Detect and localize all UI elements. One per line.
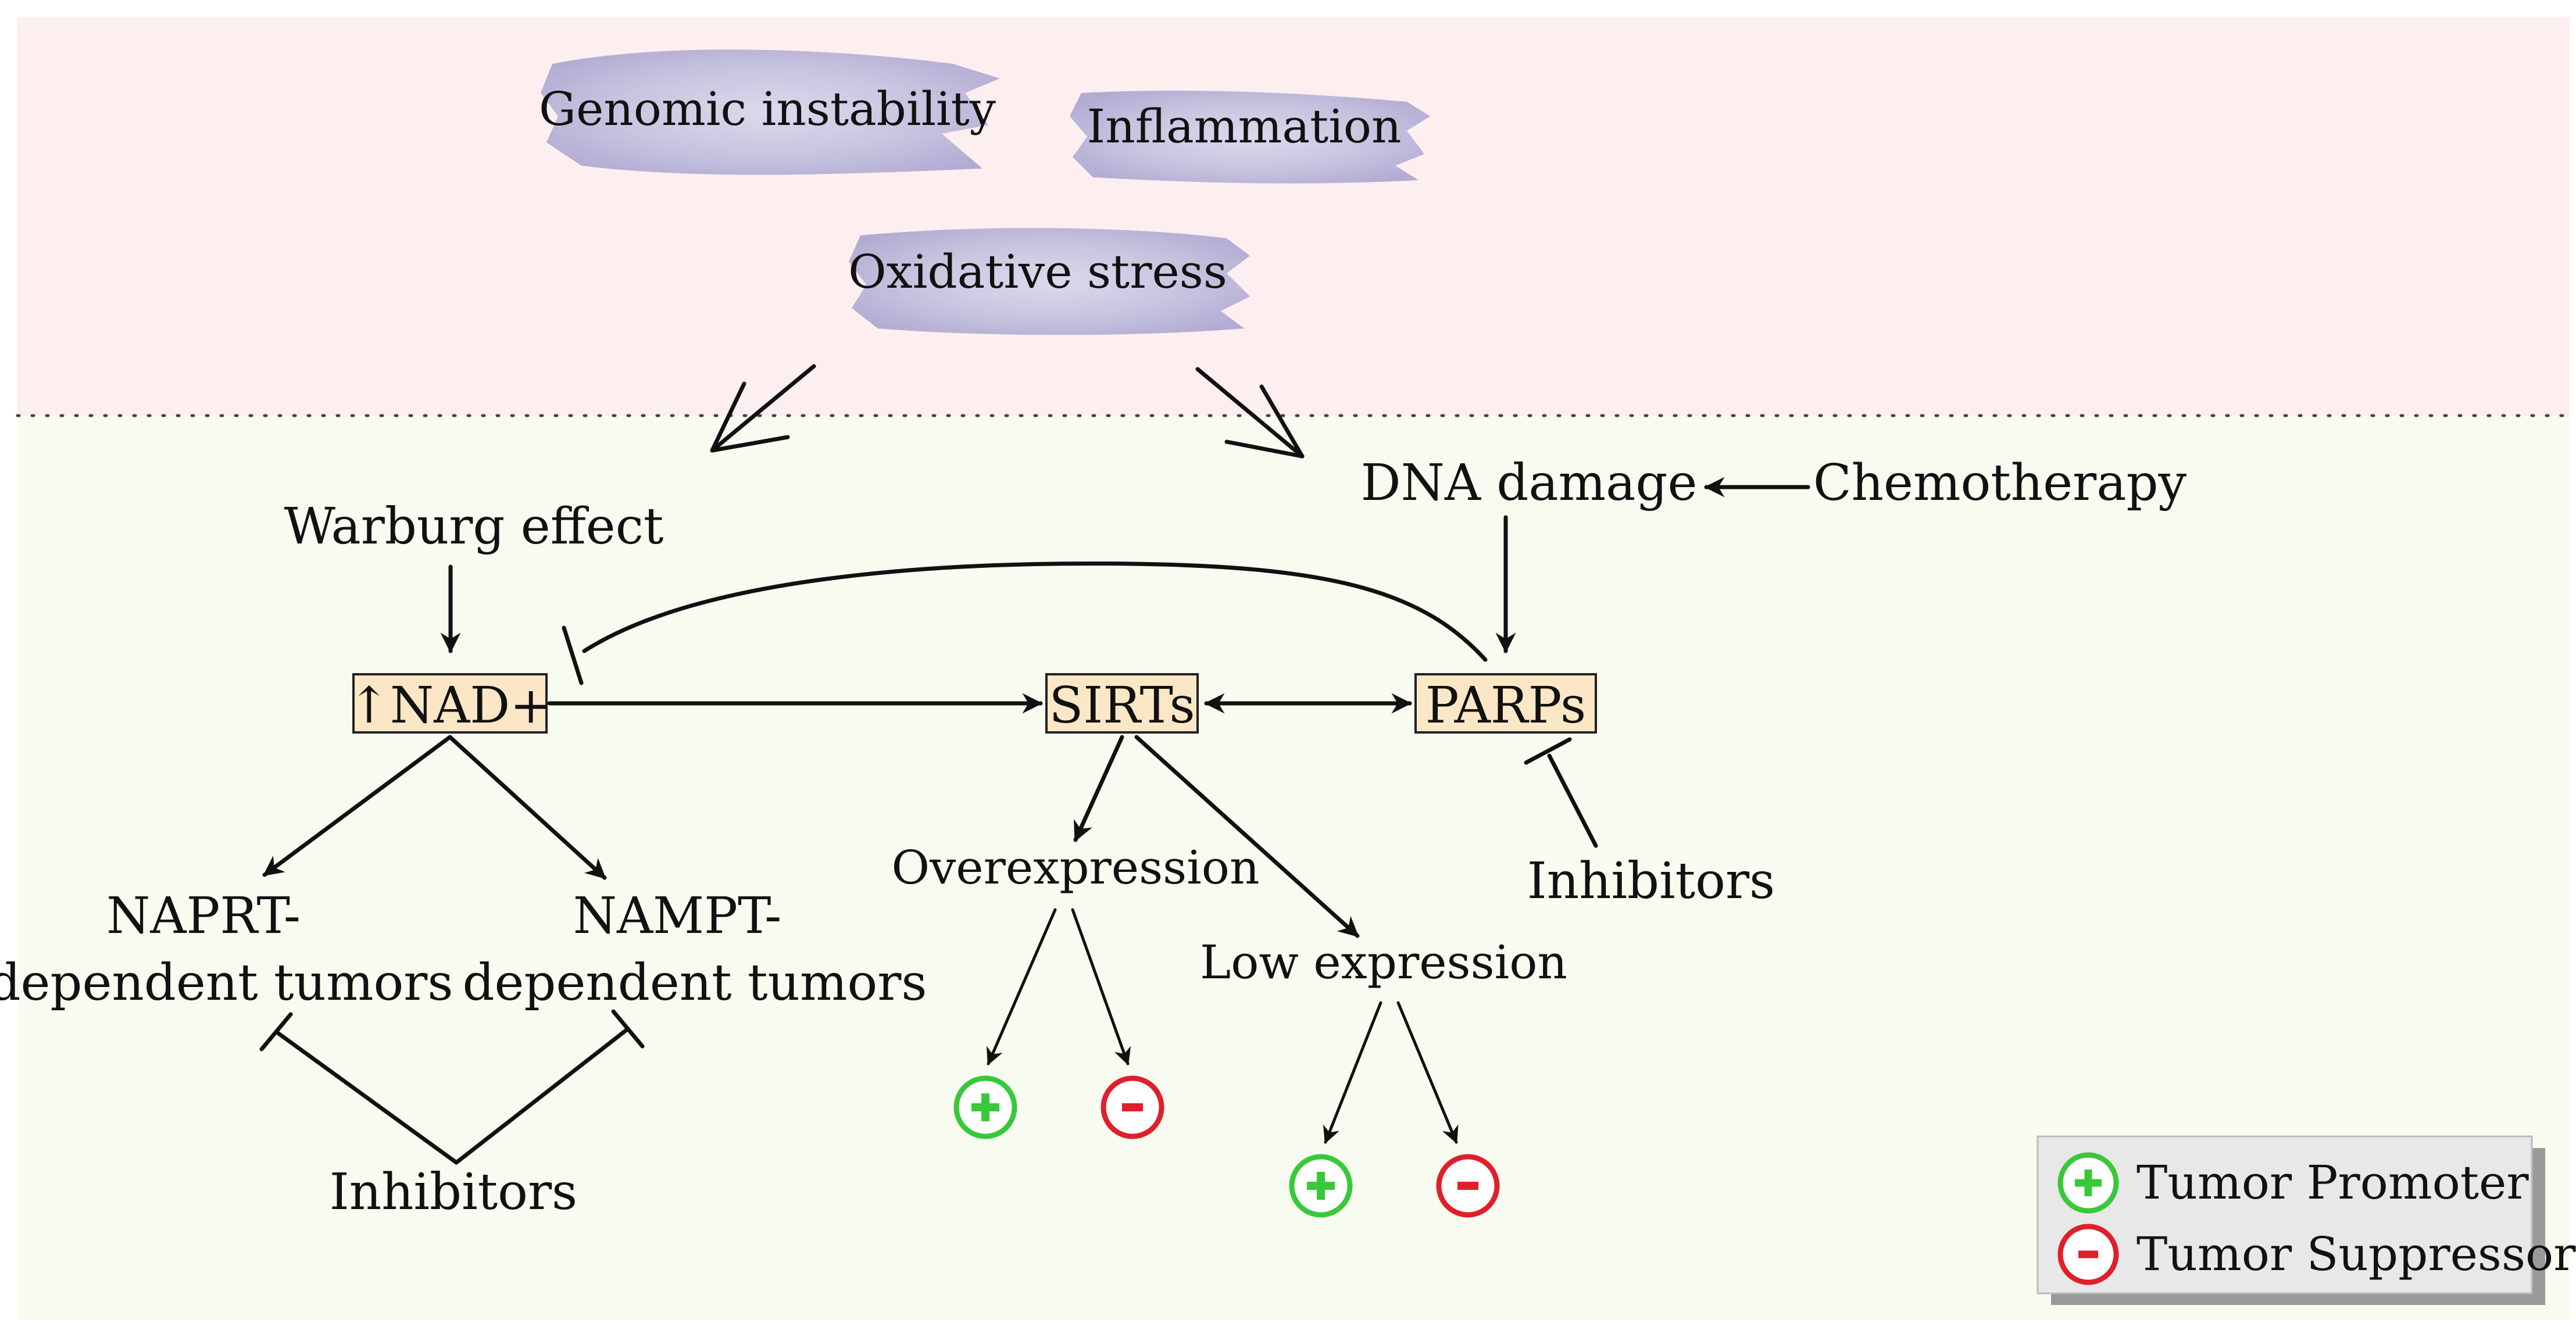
node-dna-damage: DNA damage <box>1361 454 1698 512</box>
inhibition-to-nampt-tumors-bar <box>611 1009 645 1049</box>
minus-circle-icon <box>1101 1075 1164 1139</box>
brush-oxidative-stress <box>849 228 1250 335</box>
node-low-expression: Low expression <box>1200 935 1567 989</box>
arrow-nad-to-naprt <box>262 735 452 877</box>
node-sirts-box: SIRTs <box>1045 673 1199 735</box>
inhibition-to-nampt-tumors <box>454 1027 630 1165</box>
inhibition-parps-to-nad-bar <box>562 625 584 685</box>
node-overexpression: Overexpression <box>891 841 1259 895</box>
legend-minus-icon <box>2057 1224 2119 1285</box>
node-parps-label: PARPs <box>1425 677 1587 735</box>
stressor-inflammation: Inflammation <box>1087 99 1401 153</box>
minus-circle-icon <box>1436 1154 1500 1218</box>
node-nad-inhibitors: Inhibitors <box>330 1163 577 1221</box>
plus-circle-icon <box>953 1075 1017 1139</box>
stress-arrow-left <box>710 364 816 453</box>
arrow-low-expression-to-promoter <box>1323 1001 1382 1144</box>
inhibition-inhibitors-to-parps <box>1547 753 1598 848</box>
node-naprt-line1: NAPRT- <box>106 887 301 945</box>
brush-inflammation <box>1070 90 1430 184</box>
stress-zone-background <box>17 17 2570 416</box>
inhibition-inhibitors-to-parps-bar <box>1524 737 1572 765</box>
legend-box <box>2036 1135 2533 1294</box>
legend-promoter-label: Tumor Promoter <box>2136 1156 2529 1210</box>
legend-plus-icon <box>2057 1152 2119 1214</box>
plus-circle-icon <box>1289 1154 1353 1218</box>
node-nad-box: ↑NAD+ <box>348 673 552 735</box>
node-nampt-line1: NAMPT- <box>573 887 782 945</box>
brush-genomic-instability <box>541 49 1000 175</box>
node-naprt-line2: dependent tumors <box>0 954 453 1012</box>
inhibition-to-naprt-tumors-bar <box>259 1012 293 1052</box>
node-chemotherapy: Chemotherapy <box>1813 454 2187 512</box>
node-parps-box: PARPs <box>1414 673 1597 735</box>
arrow-sirts-to-overexpression <box>1073 735 1124 842</box>
inhibition-parps-to-nad <box>582 561 1488 662</box>
arrow-nad-to-nampt <box>448 735 607 880</box>
arrow-overexpression-to-promoter <box>986 908 1057 1065</box>
node-parp-inhibitors: Inhibitors <box>1527 852 1775 910</box>
arrow-sirts-to-low-expression <box>1134 735 1360 938</box>
stressor-oxidative-stress: Oxidative stress <box>848 245 1227 299</box>
node-sirts-label: SIRTs <box>1049 677 1195 735</box>
node-warburg-effect: Warburg effect <box>284 498 664 556</box>
stressor-genomic-instability: Genomic instability <box>539 82 996 136</box>
legend-suppressor-label: Tumor Suppressor <box>2136 1227 2576 1281</box>
arrow-overexpression-to-suppressor <box>1071 908 1131 1065</box>
legend: Tumor Promoter Tumor Suppressor <box>2036 1135 2576 1305</box>
arrow-low-expression-to-suppressor <box>1396 1001 1459 1144</box>
stress-arrow-right <box>1195 367 1305 459</box>
inhibition-to-naprt-tumors <box>274 1029 459 1165</box>
node-nad-label: ↑NAD+ <box>348 677 552 735</box>
node-nampt-line2: dependent tumors <box>462 954 927 1012</box>
